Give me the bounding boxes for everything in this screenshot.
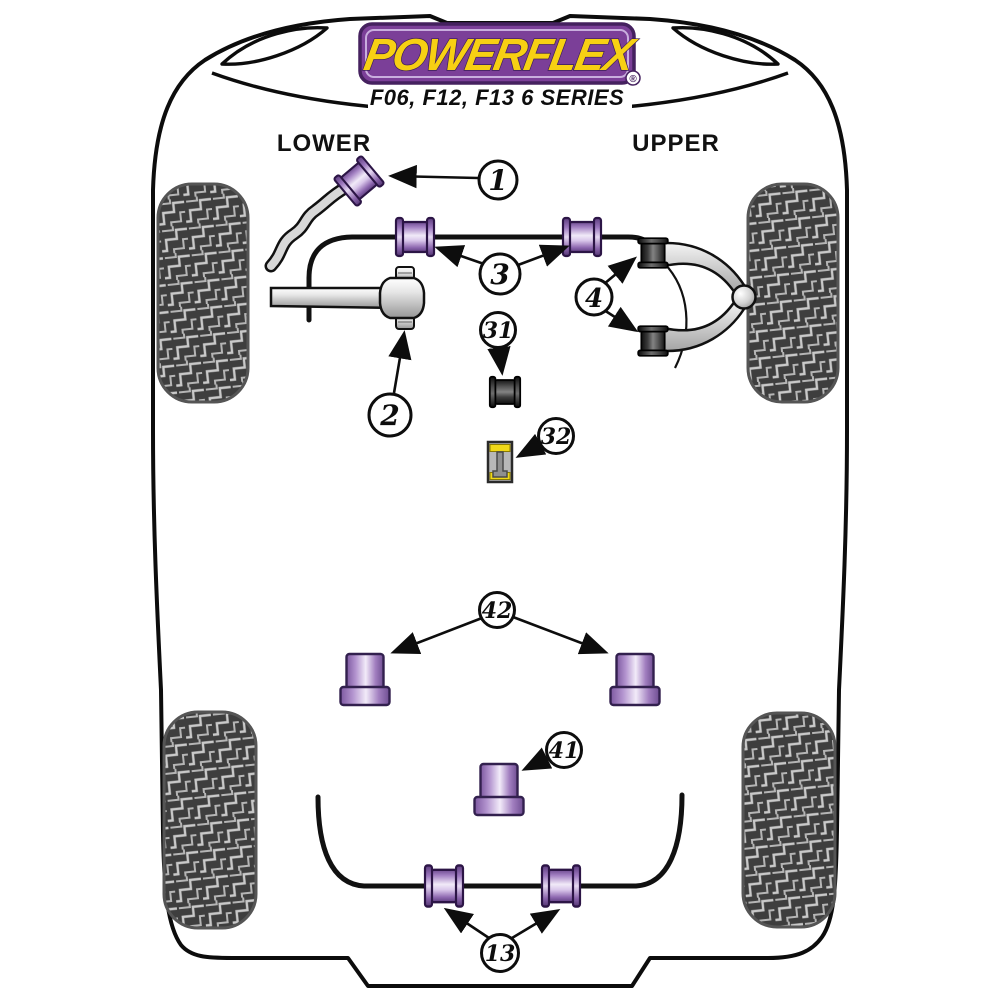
- label-lower: LOWER: [277, 130, 371, 157]
- arrow-2: [388, 330, 412, 394]
- callout-32: 32: [537, 417, 575, 455]
- callout-41-number: 41: [549, 738, 580, 764]
- bushing-31: [488, 375, 522, 409]
- tire-rear-right: [741, 711, 837, 929]
- callout-4: 4: [574, 277, 614, 317]
- mount-32-stem: [492, 451, 508, 478]
- callout-3-number: 3: [490, 258, 509, 291]
- callout-3-circle: [478, 252, 522, 296]
- front-drop-link-metal: [267, 184, 349, 270]
- headlight-left-icon: [220, 25, 329, 66]
- rear-antiroll-bar: [315, 792, 685, 889]
- callout-31: 31: [479, 311, 517, 349]
- callout-32-number: 32: [541, 424, 572, 450]
- callout-41-circle: [545, 731, 583, 769]
- callout-13-circle: [480, 933, 520, 973]
- callout-4-number: 4: [585, 284, 603, 314]
- logo-background: [358, 22, 636, 85]
- callout-32-circle: [537, 417, 575, 455]
- logo-inner-border: [365, 29, 629, 78]
- arrow-42-left: [390, 616, 483, 655]
- cowl-line-mask: [368, 84, 632, 118]
- callout-41: 41: [545, 731, 583, 769]
- callout-13: 13: [480, 933, 520, 973]
- brand-wordmark: POWERFLEX: [360, 29, 641, 80]
- front-arb-bushing-left: [394, 216, 436, 258]
- rear-arb-bushing-right: [540, 864, 582, 908]
- tire-front-left: [156, 182, 250, 404]
- ball-joint: [731, 284, 757, 310]
- arrow-4-top: [603, 256, 637, 285]
- front-arb-bushing-right: [561, 216, 603, 258]
- callout-4-circle: [574, 277, 614, 317]
- callout-2-number: 2: [379, 399, 399, 432]
- headlight-right-icon: [671, 25, 780, 66]
- mount-32-top-band: [489, 444, 511, 452]
- registered-mark-circle: [625, 70, 641, 86]
- callout-42-number: 42: [482, 598, 513, 624]
- rear-bushing-42-left: [339, 652, 391, 707]
- front-suspension: [264, 154, 757, 484]
- callout-1-number: 1: [488, 164, 507, 197]
- callout-arrows: [388, 164, 639, 940]
- callout-31-circle: [479, 311, 517, 349]
- arrow-41: [521, 747, 553, 771]
- callouts: 1 2 3 4 31 32 42 41: [367, 159, 614, 973]
- arrow-3-right: [517, 244, 570, 267]
- callout-13-number: 13: [485, 941, 516, 967]
- arrow-32: [515, 433, 547, 458]
- arrow-4-bottom: [603, 306, 639, 333]
- arrow-13-left: [443, 907, 490, 940]
- callout-42: 42: [478, 591, 516, 629]
- lower-arm-bushing-housing: [378, 276, 426, 320]
- powerflex-logo: POWERFLEX ®: [358, 22, 642, 86]
- callout-2-circle: [367, 392, 413, 438]
- callout-1-circle: [477, 159, 519, 201]
- rear-bushing-42-right: [609, 652, 661, 707]
- arrow-1: [388, 164, 479, 189]
- arrow-13-right: [511, 908, 561, 940]
- callout-2: 2: [367, 392, 413, 438]
- rear-arb-bushing-left: [423, 864, 465, 908]
- tire-front-right: [746, 182, 840, 404]
- front-lower-arm: [269, 266, 426, 330]
- model-title: F06, F12, F13 6 SERIES: [370, 85, 624, 110]
- callout-31-number: 31: [483, 318, 514, 344]
- wishbone-inner-edge: [663, 262, 688, 369]
- arrow-3-left: [434, 245, 485, 268]
- callout-1: 1: [477, 159, 519, 201]
- label-upper: UPPER: [632, 130, 720, 157]
- wishbone-bushing-top: [637, 237, 669, 269]
- arrow-31: [487, 346, 511, 376]
- front-upper-wishbone: [637, 237, 757, 369]
- arrow-42-right: [512, 615, 609, 655]
- callout-3: 3: [478, 252, 522, 296]
- wishbone-bushing-bottom: [637, 325, 669, 357]
- rear-suspension: [315, 652, 685, 908]
- tires: [156, 182, 840, 930]
- callout-42-circle: [478, 591, 516, 629]
- tire-rear-left: [162, 710, 258, 930]
- registered-mark: ®: [629, 74, 637, 85]
- rear-bushing-41: [473, 762, 525, 817]
- mount-32: [486, 440, 514, 484]
